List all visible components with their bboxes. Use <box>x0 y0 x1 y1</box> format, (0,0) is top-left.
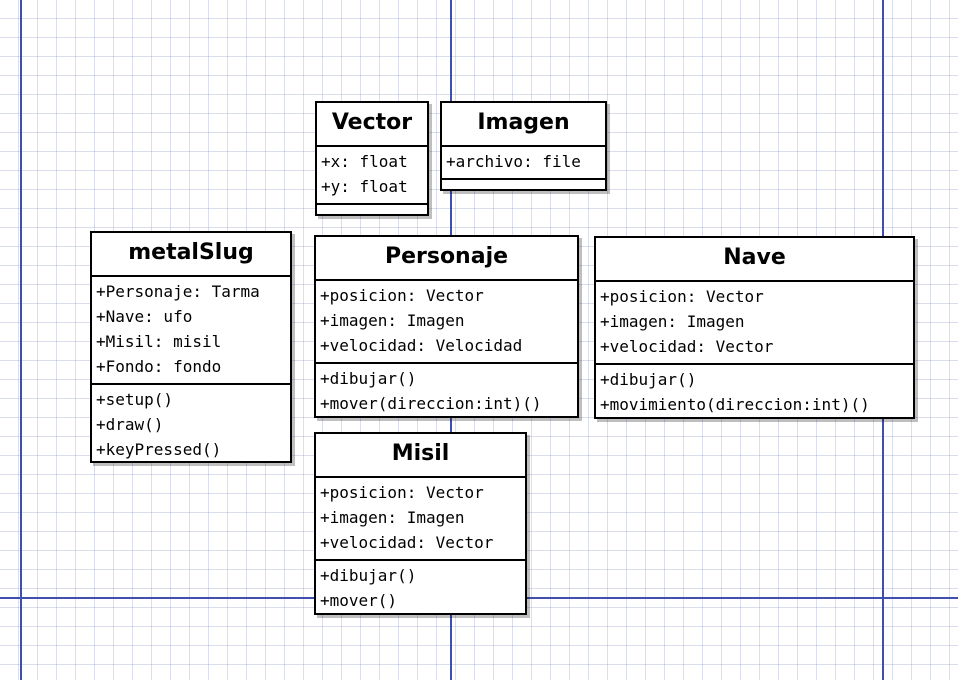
methods-section <box>442 180 605 192</box>
class-misil[interactable]: Misil +posicion: Vector +imagen: Imagen … <box>314 432 527 615</box>
methods-section: +dibujar() +movimiento(direccion:int)() <box>596 365 913 421</box>
attributes-section: +archivo: file <box>442 147 605 180</box>
attribute: +Fondo: fondo <box>96 357 222 376</box>
class-vector[interactable]: Vector +x: float +y: float <box>315 101 429 216</box>
attribute: +posicion: Vector <box>600 287 764 306</box>
methods-section: +setup() +draw() +keyPressed() <box>92 385 290 466</box>
attribute: +posicion: Vector <box>320 483 484 502</box>
class-title: metalSlug <box>92 233 290 277</box>
attribute: +posicion: Vector <box>320 286 484 305</box>
methods-section: +dibujar() +mover() <box>316 561 525 617</box>
method: +setup() <box>96 390 174 409</box>
attributes-section: +x: float +y: float <box>317 147 427 205</box>
attribute: +Personaje: Tarma <box>96 282 260 301</box>
attribute: +x: float <box>321 152 408 171</box>
method: +keyPressed() <box>96 440 222 459</box>
class-title: Imagen <box>442 103 605 147</box>
attribute: +archivo: file <box>446 152 581 171</box>
class-title: Nave <box>596 238 913 282</box>
attributes-section: +posicion: Vector +imagen: Imagen +veloc… <box>316 281 577 364</box>
method: +movimiento(direccion:int)() <box>600 395 870 414</box>
attribute: +velocidad: Velocidad <box>320 336 523 355</box>
attributes-section: +posicion: Vector +imagen: Imagen +veloc… <box>596 282 913 365</box>
method: +draw() <box>96 415 164 434</box>
attributes-section: +Personaje: Tarma +Nave: ufo +Misil: mis… <box>92 277 290 385</box>
attribute: +Misil: misil <box>96 332 222 351</box>
class-title: Misil <box>316 434 525 478</box>
attributes-section: +posicion: Vector +imagen: Imagen +veloc… <box>316 478 525 561</box>
attribute: +velocidad: Vector <box>320 533 494 552</box>
class-personaje[interactable]: Personaje +posicion: Vector +imagen: Ima… <box>314 235 579 418</box>
methods-section <box>317 205 427 223</box>
attribute: +imagen: Imagen <box>320 508 465 527</box>
class-nave[interactable]: Nave +posicion: Vector +imagen: Imagen +… <box>594 236 915 419</box>
attribute: +velocidad: Vector <box>600 337 774 356</box>
methods-section: +dibujar() +mover(direccion:int)() <box>316 364 577 420</box>
attribute: +imagen: Imagen <box>600 312 745 331</box>
attribute: +Nave: ufo <box>96 307 193 326</box>
method: +dibujar() <box>600 370 697 389</box>
method: +mover() <box>320 591 398 610</box>
attribute: +y: float <box>321 177 408 196</box>
class-imagen[interactable]: Imagen +archivo: file <box>440 101 607 191</box>
class-metalslug[interactable]: metalSlug +Personaje: Tarma +Nave: ufo +… <box>90 231 292 463</box>
method: +dibujar() <box>320 566 417 585</box>
guide-line-vertical <box>20 0 22 680</box>
class-title: Personaje <box>316 237 577 281</box>
method: +mover(direccion:int)() <box>320 394 542 413</box>
method: +dibujar() <box>320 369 417 388</box>
attribute: +imagen: Imagen <box>320 311 465 330</box>
class-title: Vector <box>317 103 427 147</box>
